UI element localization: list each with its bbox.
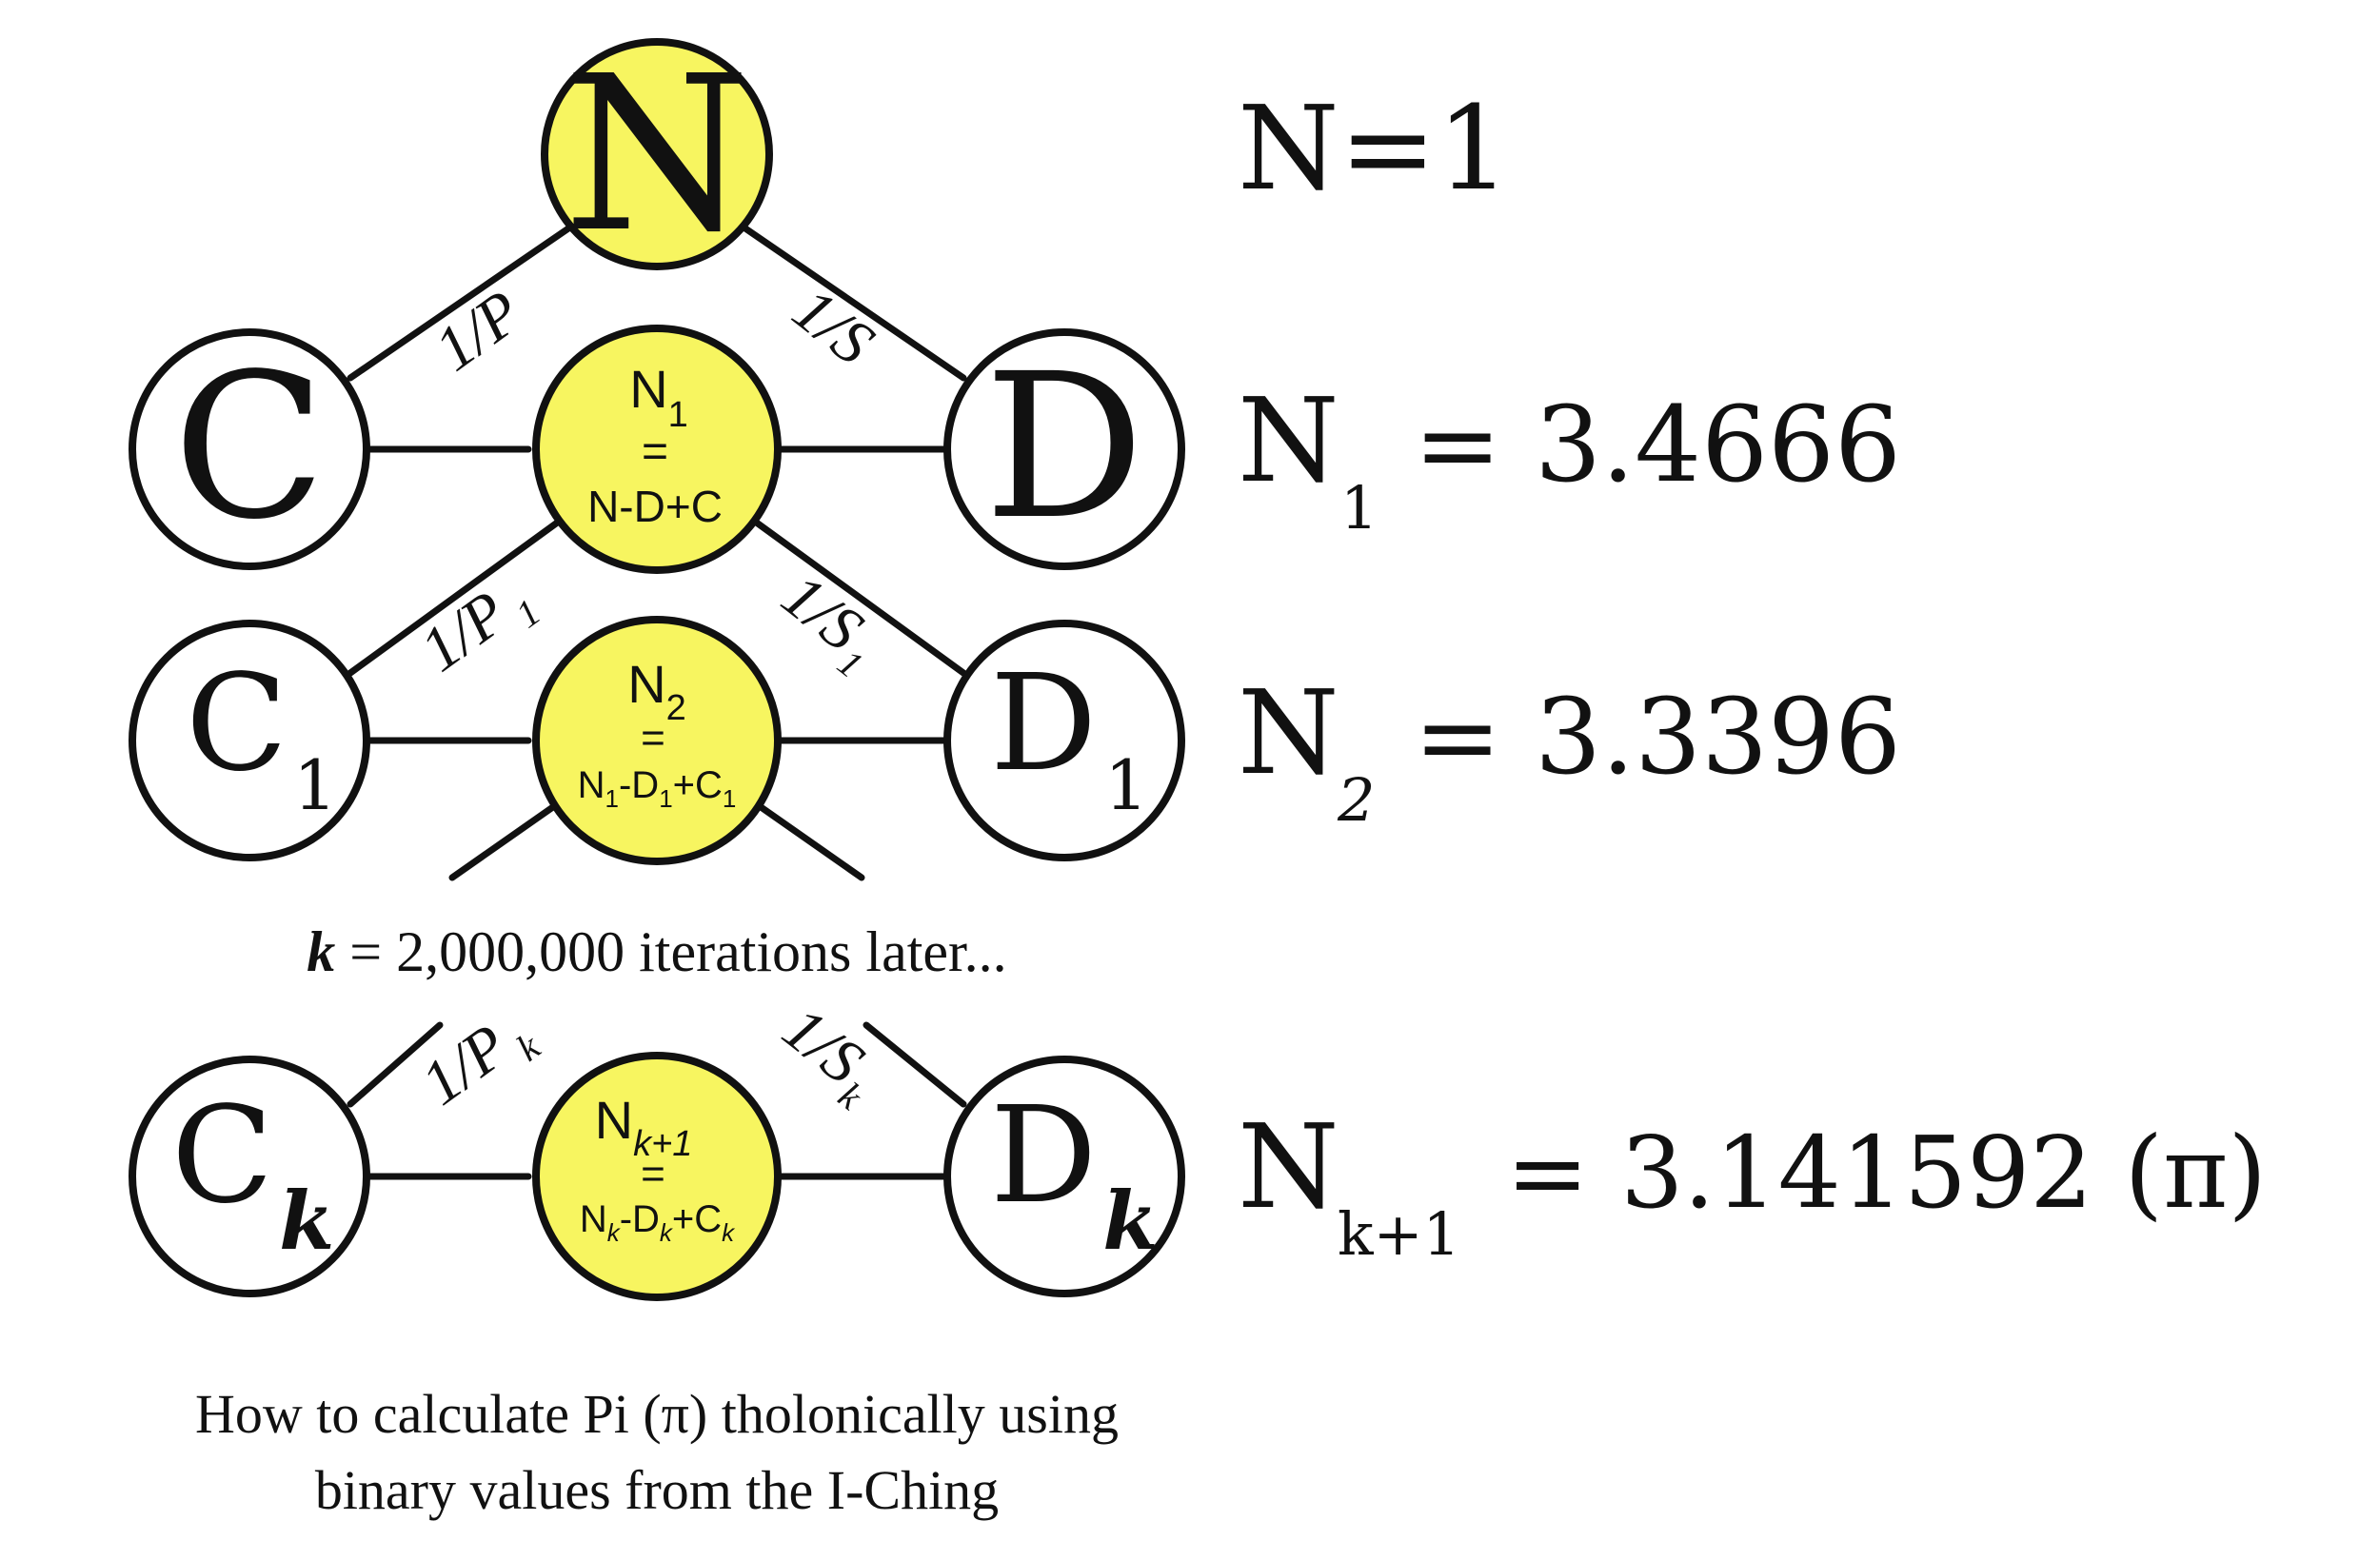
ck-label: Ck (171, 1078, 334, 1268)
node-circle (943, 328, 1185, 570)
edge-n-to-c (347, 223, 575, 382)
edge-n2-down-left (448, 800, 561, 881)
edge-label-1-pk: 1/Pk (409, 995, 548, 1126)
node-label-n: N (564, 30, 751, 280)
n2-equals: = (641, 715, 665, 761)
node-circle (532, 616, 782, 865)
n1-formula: N-D+C (587, 482, 723, 531)
caption-line-1: How to calculate Pi (π) tholonically usi… (195, 1383, 1119, 1445)
connector-lines (347, 223, 967, 1180)
n1-label: N1 (629, 359, 688, 435)
equation-n-equals-1: N=1 (1238, 81, 1511, 216)
equation-n2-rhs: = 3.3396 (1414, 676, 1901, 798)
equation-n1: N 1 = 3.4666 (1238, 373, 1901, 543)
n1-equals: = (642, 426, 668, 477)
edge-label-1-sk: 1/Sk (764, 994, 894, 1118)
equation-nk1-rhs: = 3.141592 (π) (1506, 1115, 2267, 1231)
node-circle (541, 38, 773, 270)
edge-label-1-p1: 1/P1 (408, 561, 548, 693)
nk-equals: = (641, 1151, 665, 1197)
equation-nk1-lhs: N (1238, 1099, 1339, 1235)
equation-n1-lhs: N (1238, 373, 1339, 508)
edge-n2-down-right (753, 800, 865, 881)
equation-n1-rhs: = 3.4666 (1414, 384, 1901, 505)
ck-node: Ck (129, 1056, 370, 1297)
equation-n2-sub: 2 (1337, 765, 1375, 835)
node-circle (943, 1056, 1185, 1297)
n2-node: N2 = N1-D1+C1 (532, 616, 782, 865)
equation-nk1: N k+1 = 3.141592 (π) (1238, 1099, 2267, 1269)
c1-node: C1 (129, 620, 370, 861)
equation-n1-sub: 1 (1340, 473, 1378, 543)
node-circle (129, 328, 370, 570)
iterations-note: k = 2,000,000 iterations later... (307, 920, 1006, 983)
dk-label: Dk (990, 1078, 1158, 1268)
n2-label: N2 (627, 654, 686, 728)
c-node: C (129, 328, 370, 570)
node-circle (943, 620, 1185, 861)
node-circle (129, 620, 370, 861)
nk-label: Nk+1 (595, 1090, 693, 1164)
equation-n2-lhs: N (1238, 665, 1339, 800)
c1-label: C1 (186, 646, 337, 825)
edge-label-1-s: 1/S (781, 274, 886, 378)
nk-formula: Nk-Dk+Ck (580, 1198, 736, 1247)
n2-formula: N1-D1+C1 (578, 764, 737, 813)
dk-node: Dk (943, 1056, 1185, 1297)
node-circle (532, 1052, 782, 1301)
equation-nk1-sub: k+1 (1338, 1199, 1460, 1269)
edge-label-1-p: 1/P (423, 277, 534, 385)
equation-n2: N 2 = 3.3396 (1238, 665, 1901, 835)
edge-ck-up (347, 1021, 444, 1108)
n1-node: N1 = N-D+C (532, 325, 782, 574)
nk-node: Nk+1 = Nk-Dk+Ck (532, 1052, 782, 1301)
edge-n1-to-d1 (744, 512, 967, 677)
edge-dk-up (863, 1021, 967, 1108)
d-node: D (943, 328, 1185, 570)
node-circle (532, 325, 782, 574)
top-n-node: N (541, 30, 773, 280)
caption-line-2: binary values from the I-Ching (315, 1459, 999, 1521)
edge-label-1-s1: 1/S1 (764, 561, 893, 686)
node-label-d: D (984, 330, 1144, 563)
node-circle (129, 1056, 370, 1297)
node-label-c: C (173, 330, 327, 563)
edge-n1-to-c1 (347, 512, 570, 677)
edge-n-to-d (739, 223, 967, 382)
